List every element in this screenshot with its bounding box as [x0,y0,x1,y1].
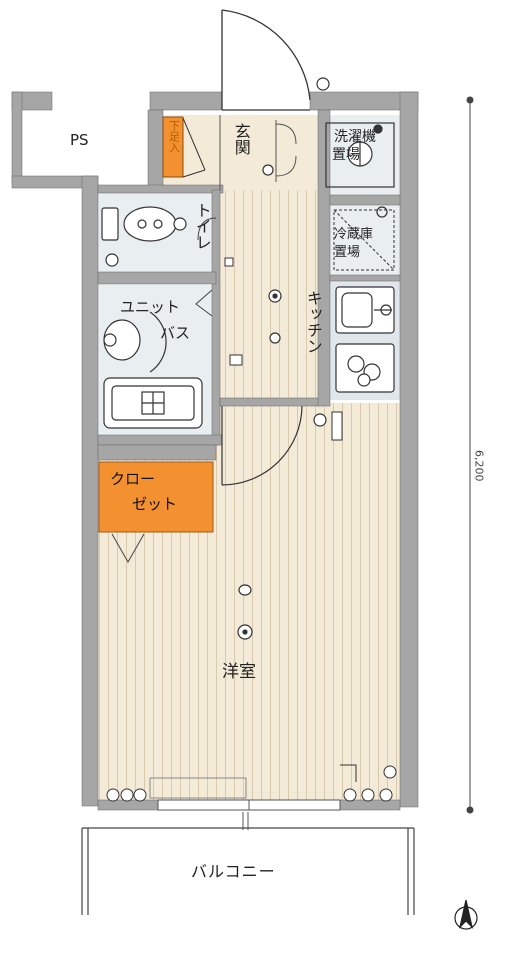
label-washer-bottom: 置場 [332,147,360,163]
label-balcony: バルコニー [191,862,276,881]
closet-box [98,461,214,533]
label-fridge-bottom: 置場 [334,245,361,260]
door-swing-icon [221,9,311,111]
label-genkan: 玄関 [231,123,251,155]
north-arrow-icon [454,899,478,930]
label-closet-top: クロー [110,470,156,488]
label-bath-top: ユニット [120,298,181,316]
bathtub-icon [103,377,203,429]
shoe-box [162,116,184,178]
genkan-partitions [219,115,297,190]
closet-door-icon [111,533,145,564]
sink-icon [335,286,395,334]
outlet-icon [106,257,397,802]
label-fridge-top: 冷蔵庫 [334,227,374,242]
label-western-room: 洋室 [222,662,256,682]
floor-genkan [163,115,318,190]
light-icon [237,164,327,640]
stove-icon [335,343,395,393]
label-dimension: 6,200 [472,450,486,482]
balcony-window [149,777,341,830]
walls [11,91,419,811]
washer-fixture-icon [325,122,395,218]
label-kitchen: キッチン [303,290,323,354]
toilet-fixture-icon [101,206,187,267]
label-bath-bottom: バス [160,324,191,342]
room-door-swing-icon [221,405,303,486]
label-shoe-box: 下足入 [167,120,181,153]
label-washer-top: 洗濯機 [334,129,376,145]
dimension-line [466,96,474,814]
label-closet-bottom: ゼット [132,495,178,513]
label-ps: PS [70,131,89,149]
entrance-light-icon [316,77,330,91]
fridge-area-icon [333,209,395,271]
floor-ps [22,115,148,175]
balcony-railing [81,827,415,915]
floor-fridge [330,205,400,275]
label-toilet: トイレ [192,202,212,250]
bath-sink-icon [103,311,167,373]
